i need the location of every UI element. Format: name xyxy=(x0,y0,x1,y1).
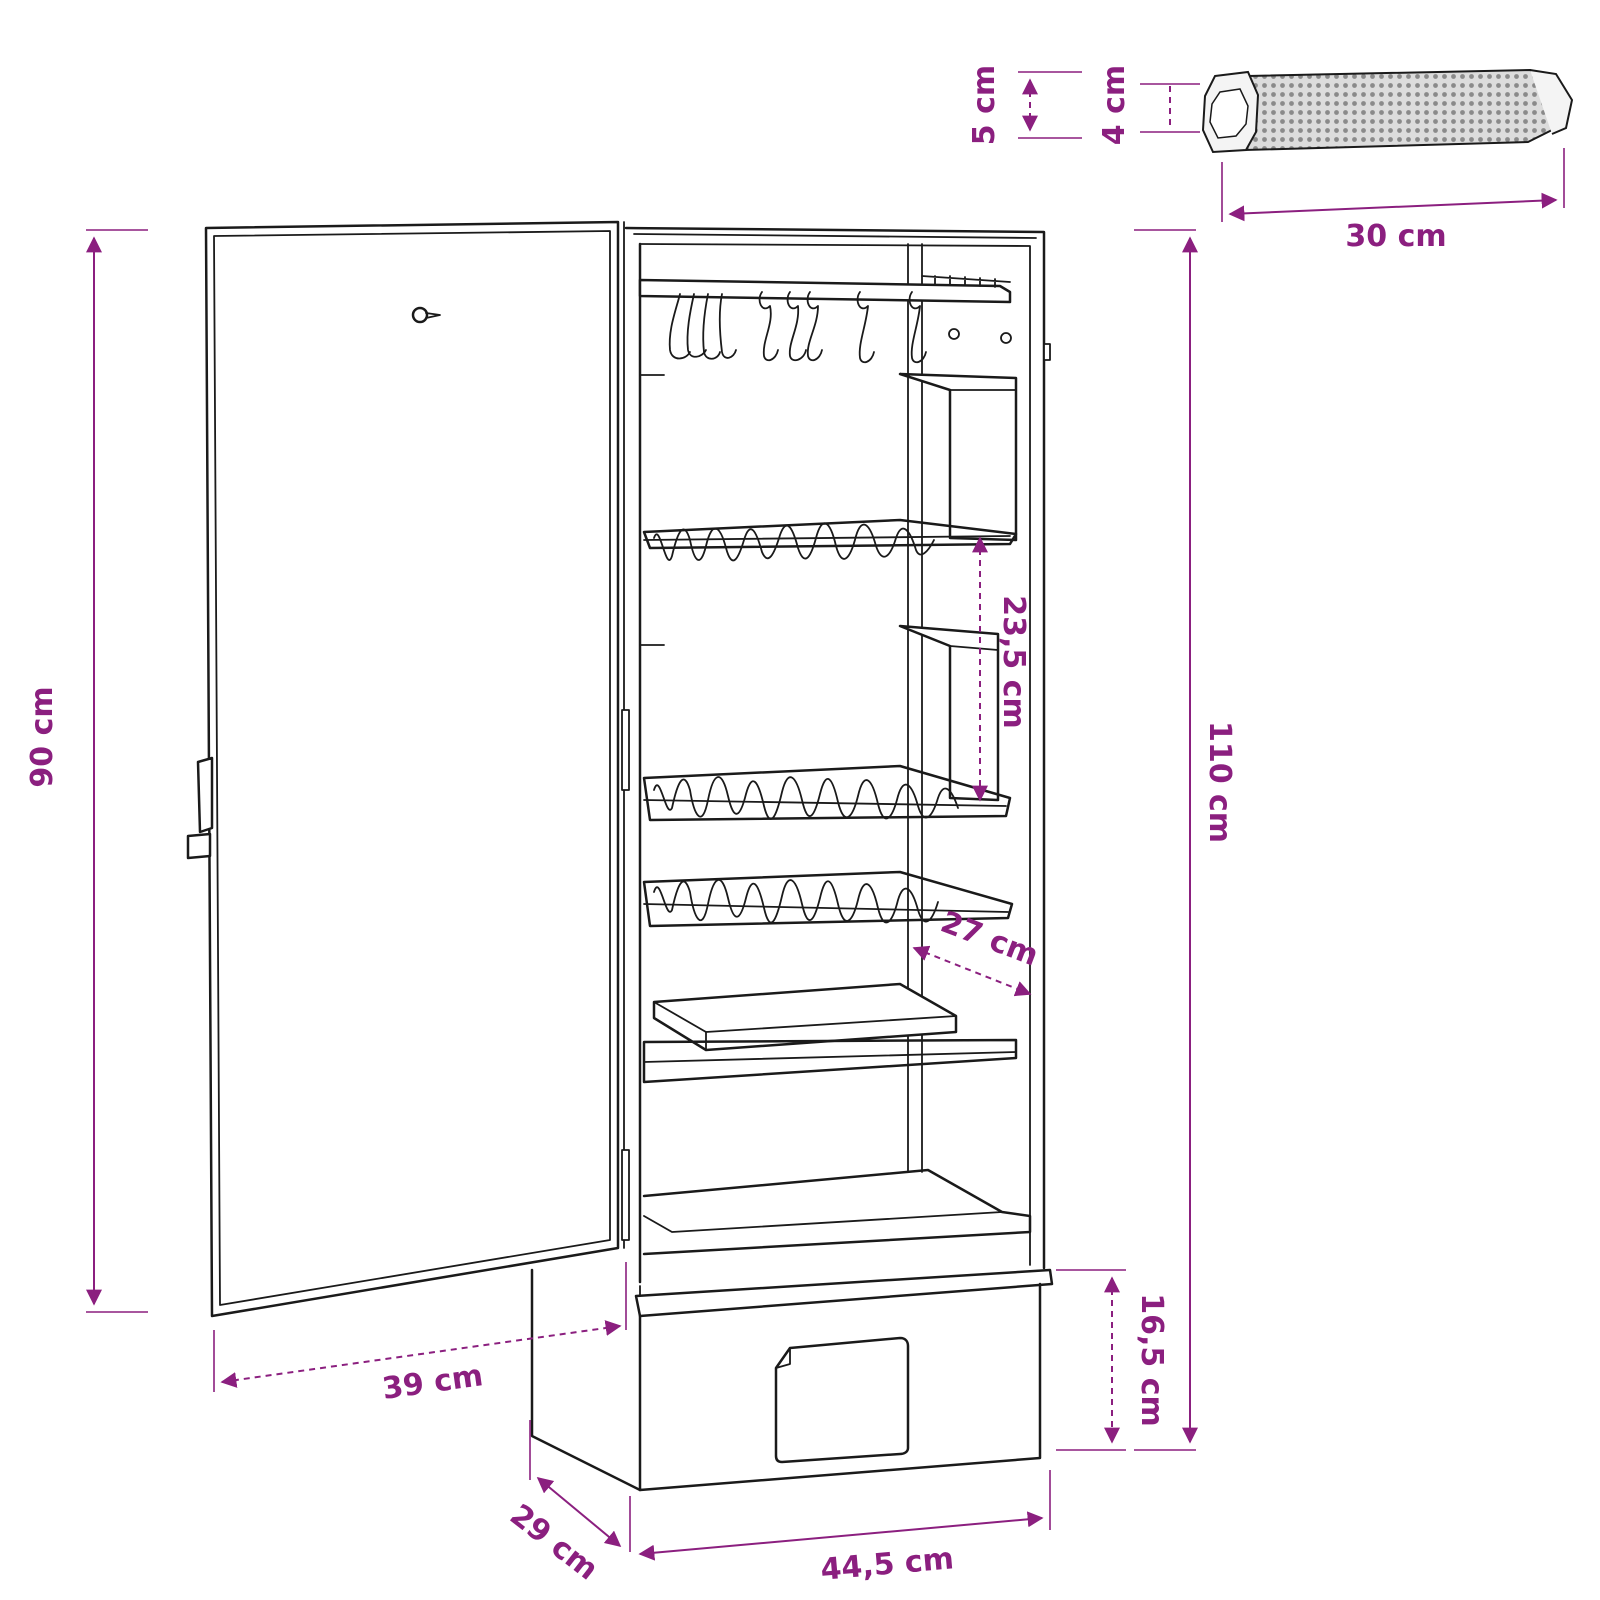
door-width-label: 39 cm xyxy=(380,1358,485,1407)
tube-inner-height-dimension: 4 cm xyxy=(1097,65,1200,145)
tube-length-dimension: 30 cm xyxy=(1221,148,1565,254)
cabinet-depth-label: 29 cm xyxy=(503,1498,604,1588)
grill-rack-1 xyxy=(642,518,1018,562)
water-tray xyxy=(642,982,1018,1084)
tube-inner-height-label: 4 cm xyxy=(1097,65,1132,145)
grill-rack-2 xyxy=(642,764,1012,822)
door-height-label: 90 cm xyxy=(25,686,60,787)
door-vent-knob xyxy=(411,306,429,324)
cabinet-base xyxy=(530,1268,1054,1492)
door-height-dimension: 90 cm xyxy=(25,229,148,1313)
side-rack-supports xyxy=(898,372,1018,802)
base-height-label: 16,5 cm xyxy=(1134,1293,1169,1427)
base-height-dimension: 16,5 cm xyxy=(1056,1269,1169,1451)
smoke-tube xyxy=(1201,68,1574,154)
smoker-cabinet xyxy=(186,220,1054,1492)
drawer-panel xyxy=(774,1336,910,1464)
tube-outer-height-label: 5 cm xyxy=(967,65,1002,145)
total-height-label: 110 cm xyxy=(1202,721,1237,843)
cabinet-width-label: 44,5 cm xyxy=(819,1541,955,1588)
rack-spacing-label: 23,5 cm xyxy=(996,595,1031,729)
tube-length-label: 30 cm xyxy=(1345,219,1446,254)
tube-outer-height-dimension: 5 cm xyxy=(967,65,1082,145)
rack-depth-dimension: 27 cm xyxy=(912,905,1043,997)
door-handle xyxy=(196,756,214,834)
cabinet-depth-dimension: 29 cm xyxy=(503,1420,631,1588)
cabinet-width-dimension: 44,5 cm xyxy=(638,1470,1051,1588)
grill-rack-3 xyxy=(642,870,1014,928)
chip-tray xyxy=(642,1168,1032,1256)
total-height-dimension: 110 cm xyxy=(1134,229,1237,1451)
cabinet-door xyxy=(186,220,625,1318)
hook-rail xyxy=(638,275,1012,646)
rack-spacing-dimension: 23,5 cm xyxy=(972,536,1031,802)
rack-depth-label: 27 cm xyxy=(936,905,1043,974)
